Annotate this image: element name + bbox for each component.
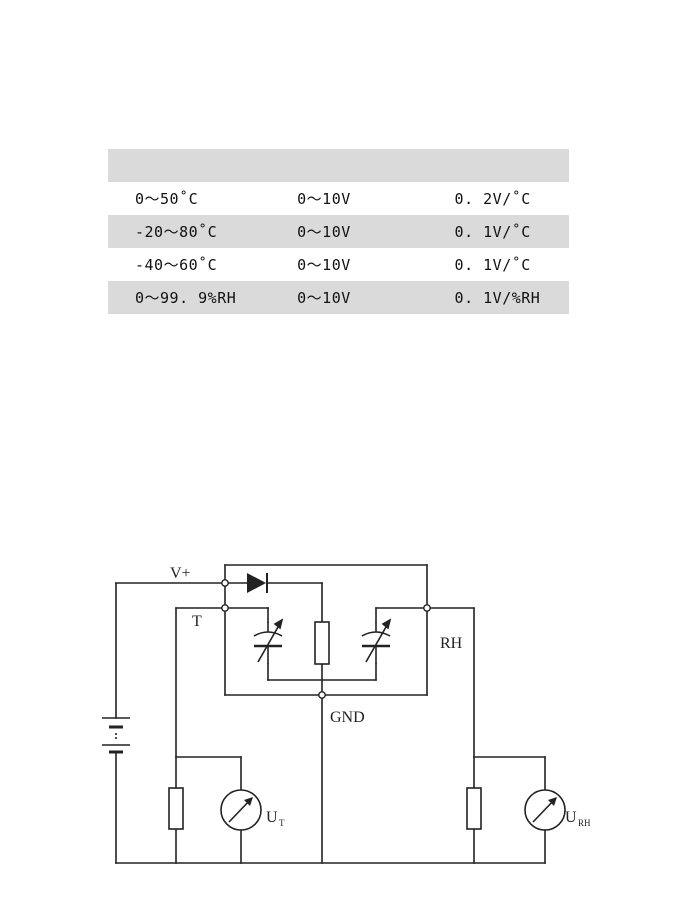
variable-capacitor-t <box>253 618 284 664</box>
table-row: 0～50˚C 0～10V 0. 2V/˚C <box>108 182 569 215</box>
ut-subscript: T <box>279 818 285 828</box>
load-resistor-t <box>168 787 184 830</box>
coefficient-cell: 0. 1V/%RH <box>454 288 541 307</box>
output-cell: 0～10V <box>297 289 351 307</box>
urh-label: U <box>565 809 577 826</box>
output-cell: 0～10V <box>297 223 351 241</box>
vplus-label: V+ <box>170 565 191 582</box>
battery-symbol <box>102 717 130 754</box>
table-header <box>108 149 569 182</box>
urh-subscript: RH <box>578 818 591 828</box>
coefficient-cell: 0. 1V/˚C <box>454 222 531 241</box>
range-cell: 0～99. 9%RH <box>135 289 237 307</box>
spec-table: 0～50˚C 0～10V 0. 2V/˚C -20～80˚C 0～10V 0. … <box>108 149 569 314</box>
voltmeter-ut-icon <box>220 789 262 831</box>
table-row: -40～60˚C 0～10V 0. 1V/˚C <box>108 248 569 281</box>
coefficient-cell: 0. 1V/˚C <box>454 255 531 274</box>
junction-dot <box>423 604 431 612</box>
output-cell: 0～10V <box>297 190 351 208</box>
diode-symbol <box>247 573 268 593</box>
junction-dot <box>221 579 229 587</box>
variable-capacitor-rh <box>361 618 392 664</box>
voltmeter-urh-icon <box>524 789 566 831</box>
ut-label: U <box>266 809 278 826</box>
load-resistor-rh <box>466 787 482 830</box>
gnd-label: GND <box>330 709 365 726</box>
junction-dot <box>221 604 229 612</box>
table-row: 0～99. 9%RH 0～10V 0. 1V/%RH <box>108 281 569 314</box>
range-cell: -20～80˚C <box>135 223 218 241</box>
output-cell: 0～10V <box>297 256 351 274</box>
t-label: T <box>192 613 202 630</box>
range-cell: 0～50˚C <box>135 190 199 208</box>
rh-label: RH <box>440 635 463 652</box>
table-row: -20～80˚C 0～10V 0. 1V/˚C <box>108 215 569 248</box>
range-cell: -40～60˚C <box>135 256 218 274</box>
coefficient-cell: 0. 2V/˚C <box>454 189 531 208</box>
reference-resistor <box>314 621 330 665</box>
junction-dot <box>318 691 326 699</box>
